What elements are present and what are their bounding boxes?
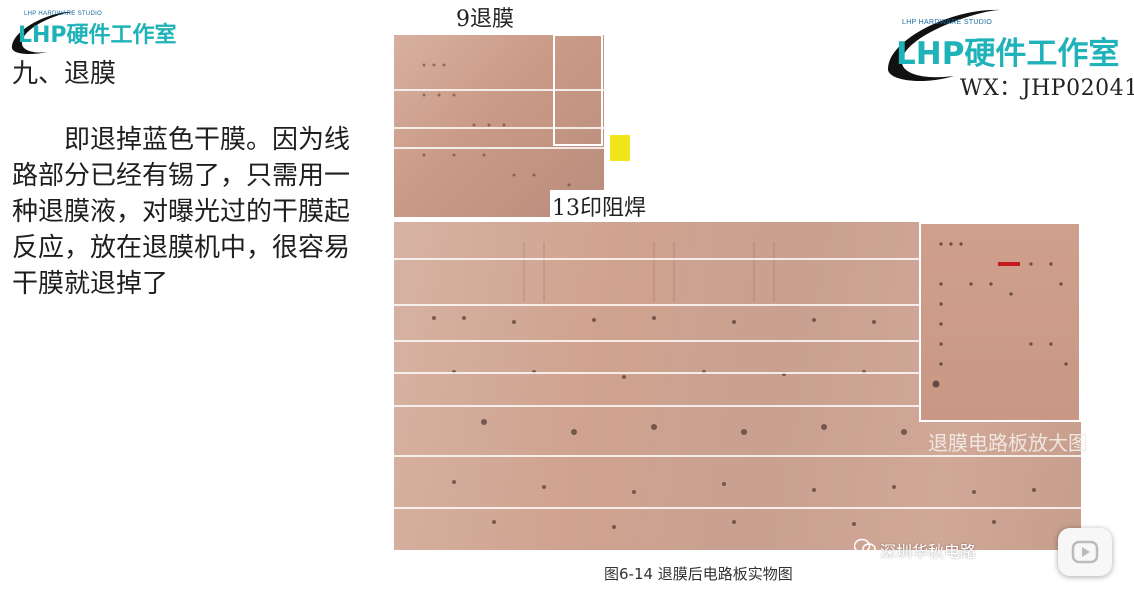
source-watermark: 深圳华秋电路 bbox=[854, 538, 977, 562]
play-button-icon bbox=[1071, 540, 1099, 564]
logo-small-subtitle: LHP HARDWARE STUDIO bbox=[24, 11, 103, 17]
pcb-zoom-inset bbox=[919, 222, 1081, 422]
photo-label-top: 9退膜 bbox=[456, 7, 514, 32]
play-button[interactable] bbox=[1058, 528, 1112, 576]
logo-large: LHP HARDWARE STUDIO LHP硬件工作室 bbox=[884, 2, 1134, 82]
highlight-marker bbox=[608, 133, 632, 163]
watermark-text: 深圳华秋电路 bbox=[880, 542, 977, 561]
wechat-id: WX：JHP02041 bbox=[960, 76, 1134, 101]
logo-small-title: LHP硬件工作室 bbox=[18, 23, 177, 48]
red-trace-mark bbox=[998, 262, 1020, 266]
pcb-photo: 9退膜 13印阻焊 bbox=[394, 0, 1094, 593]
orbit-ring-icon bbox=[11, 11, 74, 54]
logo-large-title: LHP硬件工作室 bbox=[896, 36, 1120, 72]
figure-caption: 图6-14 退膜后电路板实物图 bbox=[604, 565, 793, 583]
orbit-ring-icon bbox=[887, 9, 1000, 82]
inset-caption: 退膜电路板放大图 bbox=[928, 431, 1088, 455]
pcb-holes-inset bbox=[932, 242, 1068, 388]
photo-label-mid: 13印阻焊 bbox=[550, 190, 648, 222]
section-title: 九、退膜 bbox=[12, 59, 117, 89]
body-paragraph: 即退掉蓝色干膜。因为线路部分已经有锡了，只需用一种退膜液，对曝光过的干膜起反应，… bbox=[12, 125, 351, 299]
pcb-photo-top bbox=[394, 35, 604, 217]
logo-large-subtitle: LHP HARDWARE STUDIO bbox=[902, 19, 993, 26]
logo-small: LHP HARDWARE STUDIO LHP硬件工作室 bbox=[4, 2, 194, 58]
wechat-icon bbox=[854, 538, 876, 555]
